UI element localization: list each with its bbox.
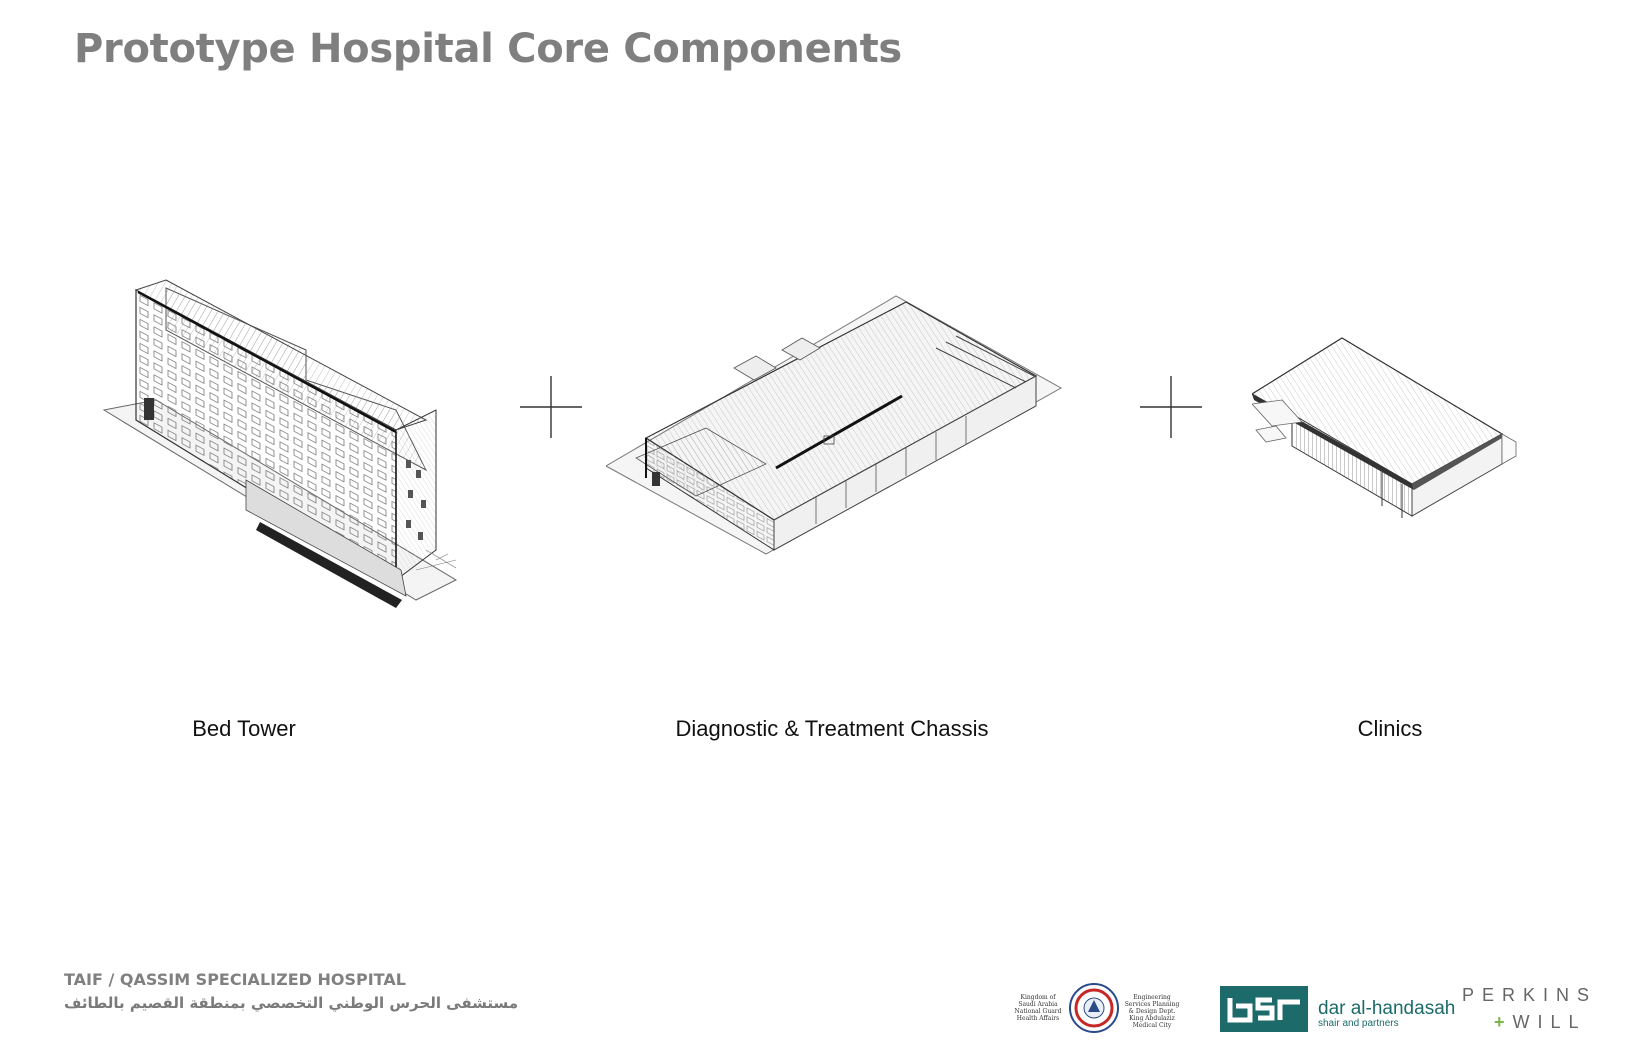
page-title: Prototype Hospital Core Components (74, 26, 902, 72)
dar-logo-mark (1220, 986, 1308, 1032)
component-label-bed-tower: Bed Tower (192, 716, 296, 741)
dar-monogram-icon (1227, 997, 1300, 1023)
dar-name: dar al-handasah (1318, 998, 1456, 1019)
dar-subtitle: shair and partners (1318, 1018, 1399, 1029)
plus-icon (520, 376, 582, 438)
component-label-clinics: Clinics (1357, 716, 1423, 741)
perkins-will-line2: WILL (1512, 1012, 1587, 1032)
chassis-isometric-drawing (606, 295, 1063, 555)
component-label-chassis: Diagnostic & Treatment Chassis (675, 716, 989, 741)
bed-tower-isometric-drawing (102, 279, 458, 608)
plus-icon (1140, 376, 1202, 438)
perkins-will-line2-group: +WILL (1494, 1012, 1587, 1033)
perkins-will-line1: PERKINS (1462, 985, 1598, 1005)
project-name-arabic: مستشفى الحرس الوطني التخصصي بمنطقة القصي… (64, 994, 519, 1012)
clinics-isometric-drawing (1252, 337, 1517, 518)
national-guard-right-text: Engineering Services Planning & Design D… (1124, 994, 1180, 1029)
perkins-will-plus: + (1494, 1012, 1513, 1032)
national-guard-logo: Kingdom of Saudi Arabia National Guard H… (1012, 980, 1179, 1036)
project-name: TAIF / QASSIM SPECIALIZED HOSPITAL (64, 970, 406, 989)
national-guard-left-text: Kingdom of Saudi Arabia National Guard H… (1014, 994, 1062, 1022)
national-guard-emblem-icon (1069, 983, 1119, 1033)
